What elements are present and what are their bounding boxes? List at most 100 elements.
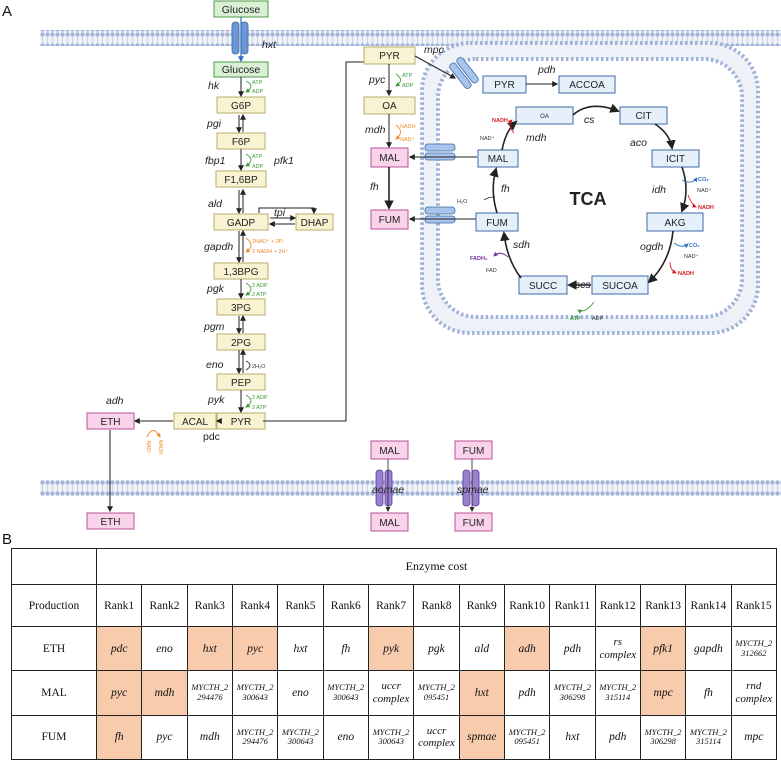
enzyme-rank-cell: rs complex bbox=[594, 625, 641, 672]
cyto-mal-node: MAL bbox=[379, 153, 400, 164]
rank-column-header: Rank14 bbox=[685, 584, 732, 627]
glycolysis-node-13bpg: 1,3BPG bbox=[223, 267, 258, 278]
enzyme-gapdh: gapdh bbox=[204, 241, 233, 253]
glycolysis-node-pyr: PYR bbox=[231, 417, 252, 428]
enzyme-cost-header: Enzyme cost bbox=[96, 548, 777, 585]
enzyme-rank-cell: pyc bbox=[141, 714, 188, 761]
rank-column-header: Rank2 bbox=[141, 584, 188, 627]
mito-mdh-nadh: NADH bbox=[492, 118, 508, 124]
eth-node: ETH bbox=[101, 417, 121, 428]
enzyme-rank-cell: hxt bbox=[277, 625, 324, 672]
mal-out-node: MAL bbox=[379, 518, 400, 529]
enzyme-rank-cell: uccr complex bbox=[413, 714, 460, 761]
enzyme-fh-cyto: fh bbox=[370, 181, 379, 193]
mito-oa-node: OA bbox=[540, 114, 549, 120]
enzyme-pdc: pdc bbox=[203, 431, 220, 443]
scs-atp: ATP bbox=[570, 316, 581, 322]
enzyme-hk: hk bbox=[208, 80, 220, 92]
enzyme-pfk1: pfk1 bbox=[273, 155, 294, 167]
glycolysis-node-g6p: G6P bbox=[231, 101, 251, 112]
adh-nad: NAD⁺ bbox=[145, 441, 151, 455]
idh-nad: NAD⁺ bbox=[697, 187, 712, 194]
rank-column-header: Rank10 bbox=[503, 584, 551, 627]
enzyme-rank-cell: fh bbox=[322, 625, 369, 672]
rank-column-header: Rank13 bbox=[639, 584, 687, 627]
enzyme-pdh: pdh bbox=[537, 64, 556, 76]
enzyme-rank-cell: fh bbox=[685, 670, 732, 716]
idh-co2: CO₂ bbox=[698, 177, 709, 183]
tca-arrows bbox=[489, 81, 690, 290]
enzyme-rank-cell: eno bbox=[322, 714, 369, 761]
fum-out-node: FUM bbox=[463, 518, 485, 529]
succ-node: SUCC bbox=[529, 281, 557, 292]
enzyme-mdh-cyto: mdh bbox=[365, 124, 386, 136]
enzyme-pgm: pgm bbox=[203, 321, 225, 333]
rank-column-header: Rank6 bbox=[322, 584, 369, 627]
glycolysis-node-gadp: GADP bbox=[227, 218, 256, 229]
cyto-mdh-nadh: NADH bbox=[400, 124, 416, 130]
enzyme-fh-mito: fh bbox=[501, 183, 510, 195]
adh-nadh: NADH bbox=[157, 440, 163, 455]
pyk-atp: 2 ATP bbox=[252, 405, 267, 411]
enzyme-adh: adh bbox=[106, 395, 124, 407]
mito-mdh-nad: NAD⁺ bbox=[480, 135, 495, 142]
enzyme-ald: ald bbox=[208, 198, 223, 210]
enzyme-sdh: sdh bbox=[513, 239, 530, 251]
enzyme-mdh-mito: mdh bbox=[526, 132, 547, 144]
pyk-adp: 2 ADP bbox=[252, 395, 268, 401]
rank-column-header: Rank9 bbox=[458, 584, 505, 627]
fum-in-node: FUM bbox=[463, 446, 485, 457]
accoa-node: ACCOA bbox=[569, 80, 605, 91]
akg-node: AKG bbox=[664, 218, 685, 229]
cyto-pyr-node: PYR bbox=[379, 51, 400, 62]
enzyme-rank-cell: pyc bbox=[231, 625, 279, 672]
enzyme-rank-cell: pgk bbox=[413, 625, 460, 672]
enzyme-pgk: pgk bbox=[206, 283, 225, 295]
rank-column-header: Rank1 bbox=[95, 584, 143, 627]
ogdh-co2: CO₂ bbox=[689, 243, 700, 249]
glycolysis-node-pep: PEP bbox=[231, 378, 251, 389]
rank-column-header: Rank8 bbox=[413, 584, 460, 627]
hk-adp: ADP bbox=[252, 89, 264, 95]
product-cell: FUM bbox=[11, 714, 97, 761]
icit-node: ICIT bbox=[666, 154, 685, 165]
pfk-atp: ATP bbox=[252, 154, 263, 160]
mpc-transporter-icon bbox=[449, 57, 479, 89]
enzyme-rank-cell: mpc bbox=[639, 670, 687, 716]
spmae-transporter-icon bbox=[462, 469, 480, 507]
enzyme-rank-cell: gapdh bbox=[685, 625, 732, 672]
hxt-label: hxt bbox=[262, 39, 277, 51]
enzyme-pgi: pgi bbox=[206, 118, 222, 130]
dhap-node: DHAP bbox=[301, 218, 329, 229]
rank-column-header: Rank3 bbox=[186, 584, 233, 627]
cit-node: CIT bbox=[635, 111, 651, 122]
glycolysis-node-3pg: 3PG bbox=[231, 303, 251, 314]
enzyme-rank-cell: mdh bbox=[141, 670, 188, 716]
rank-column-header: Rank11 bbox=[549, 584, 596, 627]
eth-out-node: ETH bbox=[101, 517, 121, 528]
enzyme-rank-cell: hxt bbox=[458, 670, 505, 716]
sucoa-node: SUCOA bbox=[602, 281, 638, 292]
enzyme-rank-cell: pdh bbox=[503, 670, 551, 716]
enzyme-rank-cell: mpc bbox=[730, 714, 778, 761]
gapdh-out: 2 NADH + 2H⁺ bbox=[252, 248, 288, 255]
glucose-in-node: Glucose bbox=[222, 64, 261, 76]
panel-b-label: B bbox=[2, 531, 12, 545]
eno-h2o: 2H₂O bbox=[252, 364, 266, 370]
cyto-mdh-nad: NAD⁺ bbox=[400, 136, 415, 143]
gapdh-in: 2NAD⁺ + 2Pᵢ bbox=[252, 238, 284, 245]
